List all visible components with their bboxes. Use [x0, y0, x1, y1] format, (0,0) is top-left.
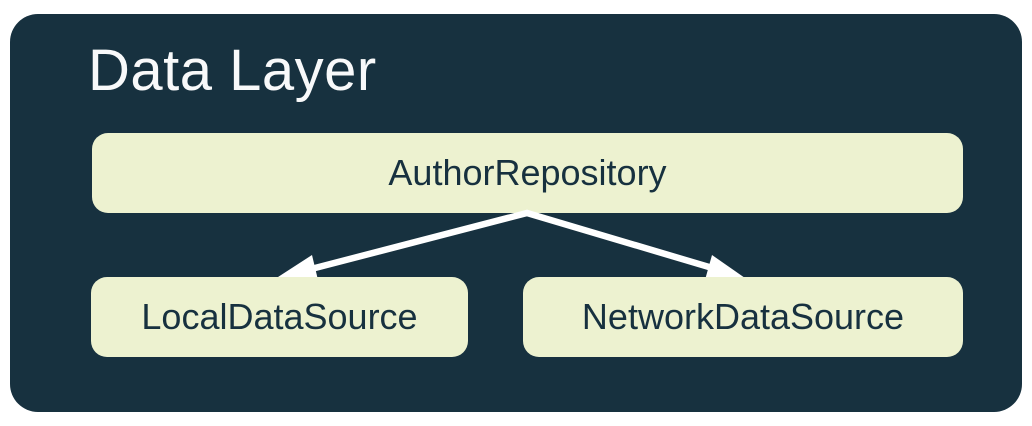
node-local-data-source: LocalDataSource [91, 277, 468, 357]
panel-title: Data Layer [88, 38, 377, 103]
node-network-data-source-label: NetworkDataSource [581, 296, 905, 337]
node-author-repository-label: AuthorRepository [388, 152, 667, 193]
node-author-repository: AuthorRepository [92, 133, 963, 213]
node-local-data-source-label: LocalDataSource [141, 296, 418, 337]
node-network-data-source: NetworkDataSource [523, 277, 963, 357]
arrow-shaft [311, 209, 531, 272]
data-layer-panel: Data Layer AuthorRepository LocalDataSou… [10, 14, 1022, 412]
arrow-repository-to-network [523, 209, 745, 280]
arrow-shaft [523, 209, 713, 271]
arrow-repository-to-local [278, 209, 531, 280]
